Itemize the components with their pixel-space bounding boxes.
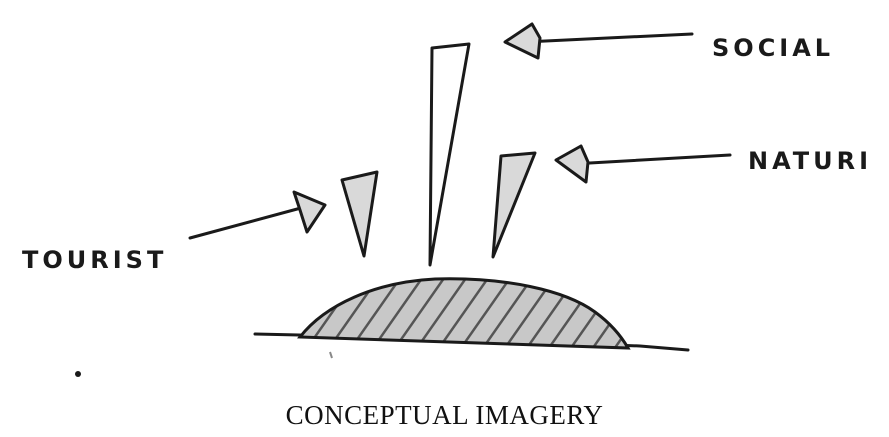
caption: CONCEPTUAL IMAGERY [0,400,889,431]
arrow-social [505,24,692,58]
right-spike [493,153,535,257]
left-spike [342,172,377,256]
stray-dot [75,371,81,377]
hatched-hill [300,279,628,348]
label-social: SOCIAL [712,34,834,62]
arrow-nature [556,146,730,182]
label-nature: NATURI [748,147,872,175]
label-tourist: TOURIST [22,246,167,274]
central-spike [430,44,469,265]
stray-tick [330,352,332,358]
arrow-tourist [190,192,325,238]
